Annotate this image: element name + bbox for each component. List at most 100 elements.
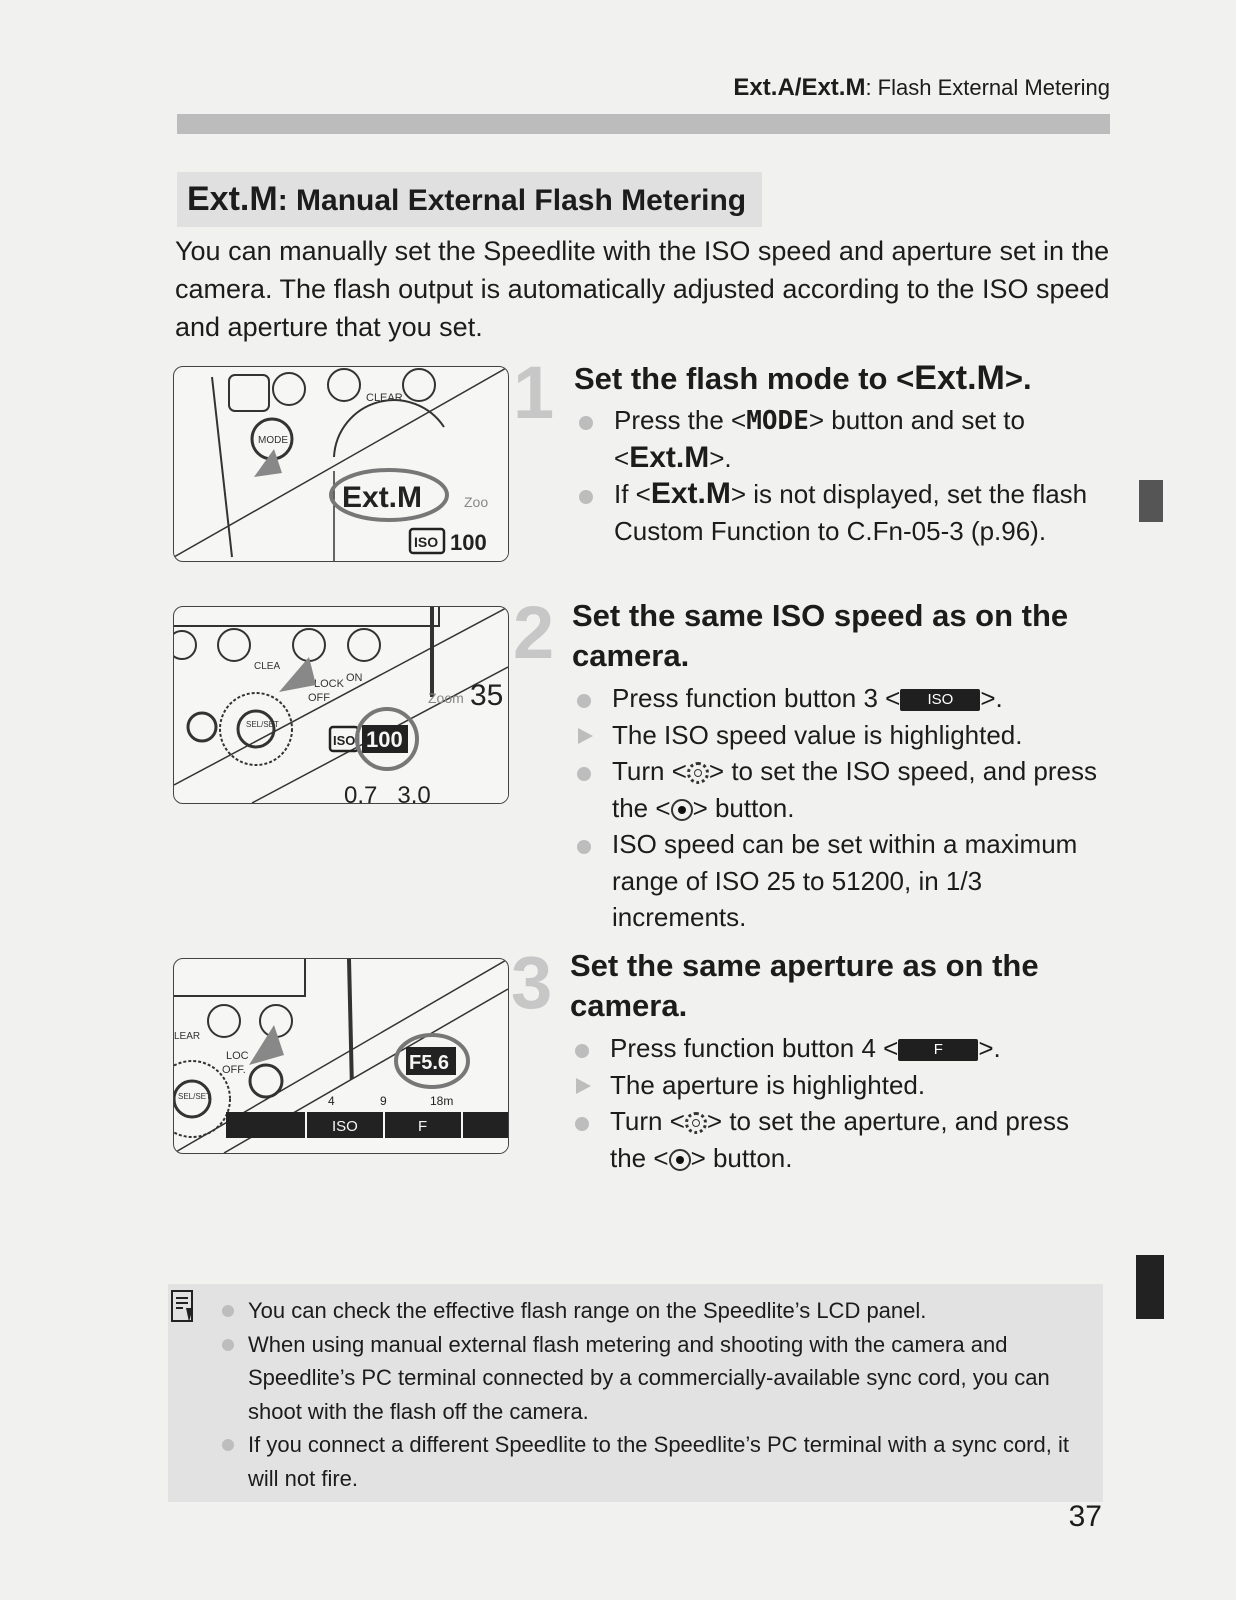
section-title-main: Ext.M (187, 180, 278, 218)
function-button-4-icon: F (898, 1039, 979, 1062)
running-head-rest: : Flash External Metering (865, 75, 1110, 100)
chapter-tab-marker (1139, 480, 1163, 522)
lock-label: LOC (226, 1050, 249, 1062)
bullet-text: Turn < (610, 1106, 685, 1136)
sel-set-button-icon (668, 1148, 691, 1171)
note-box (168, 1284, 1103, 1502)
mode-button-label: MODE (258, 435, 288, 446)
lcd-iso-label: ISO (414, 534, 438, 550)
on-label: ON (346, 672, 363, 684)
bullet-text: Turn < (612, 756, 687, 786)
page-number: 37 (1068, 1500, 1102, 1533)
lcd-scale: 0.7 3.0 (344, 782, 431, 803)
note-icon (171, 1290, 197, 1324)
sel-set-button-icon (670, 798, 693, 821)
lcd-fn-label-iso: ISO (332, 1118, 358, 1135)
illustration-step-2: CLEA LOCK ON OFF SEL/SET Zoom 35 ISO 100… (173, 606, 509, 804)
lcd-zoom-text: Zoo (464, 494, 488, 510)
step-1-number: 1 (513, 351, 555, 434)
step-2-bullet-3: Turn <> to set the ISO speed, and press … (574, 753, 1114, 826)
lcd-aperture-value: F5.6 (409, 1052, 449, 1074)
highlight-circle (355, 707, 419, 771)
press-arrow-icon (254, 449, 282, 477)
step-1-bullet-2: If <Ext.M> is not displayed, set the fla… (576, 476, 1112, 549)
bullet-text: > to set the ISO speed, and press the < (612, 756, 1097, 823)
bullet-text: >. (709, 442, 732, 473)
function-button-3-icon: ISO (900, 689, 981, 712)
step-3-bullet-1: Press function button 4 <F>. (572, 1030, 1112, 1067)
ext-m-ref: Ext.M (650, 477, 731, 510)
step-1-bullets: Press the <MODE> button and set to <Ext.… (576, 402, 1112, 549)
lcd-fn-label-f: F (418, 1118, 427, 1135)
lock-label: LOCK (314, 678, 345, 690)
highlight-circle (329, 468, 449, 522)
step-1-bullet-1: Press the <MODE> button and set to <Ext.… (576, 402, 1112, 476)
bullet-text: Press function button 3 < (612, 683, 901, 713)
step-1-title: Set the flash mode to <Ext.M>. (574, 358, 1032, 399)
step-1-title-end: >. (1004, 361, 1032, 396)
lcd-iso-value: 100 (366, 727, 403, 752)
bullet-text: The ISO speed value is highlighted. (612, 719, 1023, 750)
step-2-number: 2 (513, 591, 555, 674)
notes-list: You can check the effective flash range … (222, 1294, 1082, 1495)
off-label: OFF. (222, 1064, 246, 1076)
ext-m-ref: Ext.M (629, 440, 710, 474)
step-3-number: 3 (511, 941, 553, 1024)
lcd-zoom-label: Zoom (428, 690, 464, 706)
step-1-title-plain: Set the flash mode to < (574, 361, 915, 396)
bullet-text: > button. (692, 792, 795, 823)
step-2-title: Set the same ISO speed as on the camera. (572, 598, 1069, 673)
clear-label: LEAR (174, 1031, 200, 1042)
bullet-text: Press the < (614, 405, 747, 435)
lcd-scale-value: 9 (380, 1094, 387, 1108)
step-2-bullet-1: Press function button 3 <ISO>. (574, 680, 1114, 717)
chapter-tab-marker-dark (1136, 1255, 1164, 1319)
step-1-title-em: Ext.M (914, 359, 1005, 397)
bullet-text: > to set the aperture, and press the < (610, 1106, 1069, 1173)
lcd-iso-value: 100 (450, 530, 487, 555)
bullet-text: ISO speed can be set within a maximum ra… (612, 829, 1078, 932)
step-3-bullet-3: Turn <> to set the aperture, and press t… (572, 1103, 1112, 1176)
bullet-text: >. (978, 1033, 1001, 1063)
highlight-circle (394, 1033, 470, 1089)
bullet-text: >. (980, 683, 1003, 713)
note-item: When using manual external flash meterin… (222, 1328, 1082, 1429)
sel-set-label: SEL/SET (246, 720, 279, 729)
intro-paragraph: You can manually set the Speedlite with … (175, 236, 1110, 342)
header-bar (177, 114, 1110, 134)
step-3-bullets: Press function button 4 <F>. The apertur… (572, 1030, 1112, 1176)
lcd-mode-text: Ext.M (342, 481, 422, 514)
bullet-text: > button. (690, 1142, 793, 1173)
section-title: Ext.M: Manual External Flash Metering (177, 172, 763, 227)
bullet-text: If < (614, 479, 651, 509)
step-3-bullet-2: The aperture is highlighted. (572, 1067, 1112, 1104)
sel-set-label: SEL/SET (178, 1092, 211, 1101)
clear-label: CLEA (254, 661, 280, 672)
lcd-scale-value: 4 (328, 1094, 335, 1108)
off-label: OFF (308, 692, 330, 704)
lcd-iso-label: ISO (333, 733, 355, 748)
mode-button-ref: MODE (746, 406, 809, 436)
press-arrow-icon (279, 657, 316, 692)
illustration-step-3: LEAR LOC OFF. SEL/SET F5.6 4 9 18m ISO F (173, 958, 509, 1154)
note-item: If you connect a different Speedlite to … (222, 1428, 1082, 1495)
bullet-text: The aperture is highlighted. (610, 1069, 926, 1100)
running-head: Ext.A/Ext.M: Flash External Metering (733, 74, 1110, 102)
bullet-text: Press function button 4 < (610, 1033, 899, 1063)
clear-label: CLEAR (366, 392, 403, 404)
bullet-text: > button and set to < (614, 405, 1025, 473)
lcd-scale-value: 18m (430, 1094, 453, 1108)
section-title-rest: : Manual External Flash Metering (277, 184, 747, 217)
step-2-bullet-2: The ISO speed value is highlighted. (574, 717, 1114, 754)
step-3-title: Set the same aperture as on the camera. (570, 948, 1039, 1023)
illustration-step-1: CLEAR MODE Ext.M Zoo ISO 100 (173, 366, 509, 562)
step-2-bullet-4: ISO speed can be set within a maximum ra… (574, 826, 1114, 936)
bullet-text: > is not displayed, set the flash Custom… (614, 479, 1088, 546)
step-2-bullets: Press function button 3 <ISO>. The ISO s… (574, 680, 1114, 936)
select-dial-icon (686, 762, 709, 785)
press-arrow-icon (249, 1025, 284, 1065)
note-item: You can check the effective flash range … (222, 1294, 1082, 1328)
lcd-zoom-value: 35 (470, 679, 503, 712)
select-dial-icon (684, 1112, 707, 1135)
running-head-bold: Ext.A/Ext.M (733, 74, 866, 101)
